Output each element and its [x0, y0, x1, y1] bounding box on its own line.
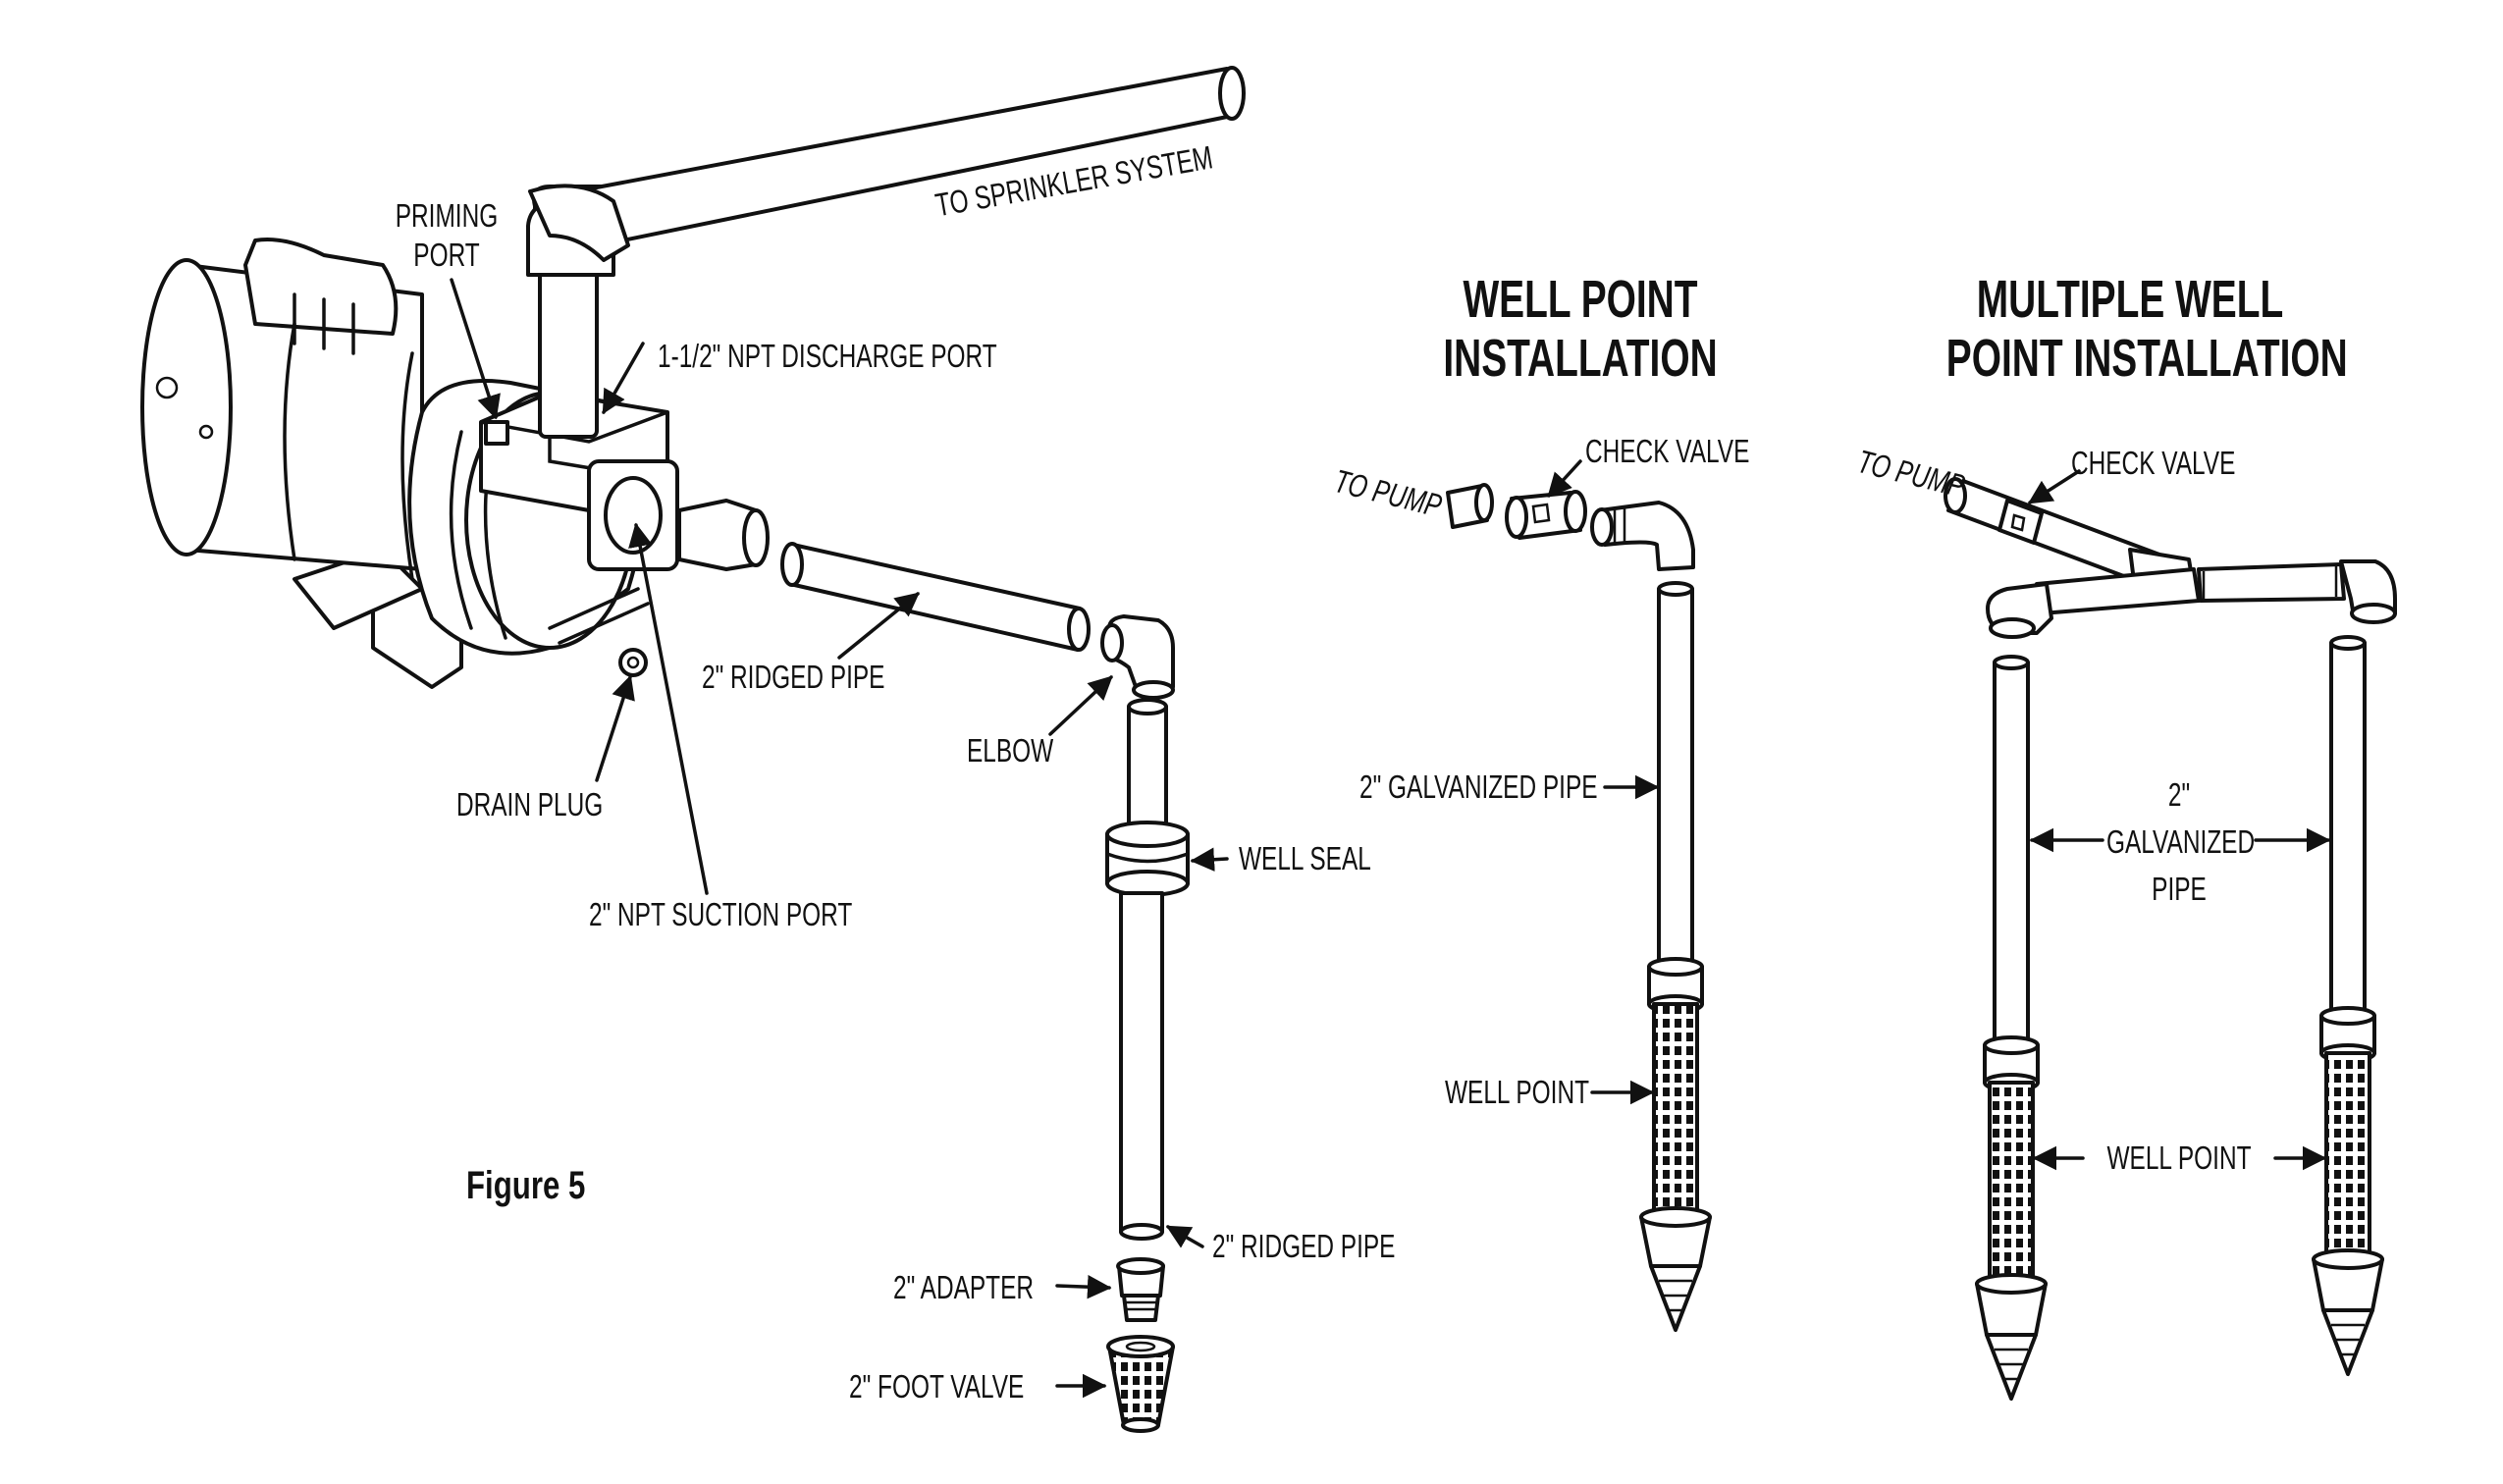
multiple-check-valve-label: CHECK VALVE: [2071, 445, 2236, 481]
well-point-check-valve-label: CHECK VALVE: [1585, 433, 1750, 469]
priming-port-label-line1: PRIMING: [395, 197, 499, 234]
ridged-pipe-top-label: 2" RIDGED PIPE: [702, 659, 885, 695]
multiple-well-point-label: WELL POINT: [2106, 1140, 2252, 1176]
foot-valve: [1106, 1335, 1175, 1433]
drain-plug-label: DRAIN PLUG: [456, 786, 604, 822]
figure-label: Figure 5: [466, 1164, 586, 1207]
pump-assembly: [140, 66, 1246, 689]
multiple-galvanized-line3: PIPE: [2152, 871, 2207, 907]
well-point-well-point-label: WELL POINT: [1445, 1074, 1590, 1110]
multiple-well-title-line1: MULTIPLE WELL: [1976, 270, 2284, 329]
well-point-title-line1: WELL POINT: [1463, 270, 1698, 329]
elbow-fitting: [1100, 614, 1175, 700]
elbow-label: ELBOW: [967, 732, 1054, 768]
leader-lines: [450, 278, 2331, 1399]
foot-valve-label: 2" FOOT VALVE: [849, 1368, 1025, 1404]
well-point-galvanized-label: 2" GALVANIZED PIPE: [1359, 768, 1598, 805]
discharge-port-label: 1-1/2" NPT DISCHARGE PORT: [658, 338, 997, 374]
well-point-installation-art: [1446, 483, 1712, 1332]
adapter-fitting: [1116, 1257, 1165, 1322]
multiple-well-title-line2: POINT INSTALLATION: [1945, 329, 2348, 388]
ridged-pipe-horizontal: [780, 542, 1091, 652]
adapter-label: 2" ADAPTER: [893, 1269, 1035, 1305]
ridged-pipe-vertical: [1105, 698, 1190, 1241]
multiple-galvanized-line1: 2": [2167, 776, 2191, 813]
well-seal-label: WELL SEAL: [1239, 840, 1371, 876]
multiple-well-point-art: [1944, 477, 2397, 1401]
multiple-galvanized-line2: GALVANIZED: [2106, 823, 2256, 860]
suction-port-label: 2" NPT SUCTION PORT: [589, 896, 853, 932]
priming-port-label-line2: PORT: [413, 237, 480, 273]
well-point-title-line2: INSTALLATION: [1443, 329, 1718, 388]
ridged-pipe-bottom-label: 2" RIDGED PIPE: [1212, 1228, 1396, 1264]
